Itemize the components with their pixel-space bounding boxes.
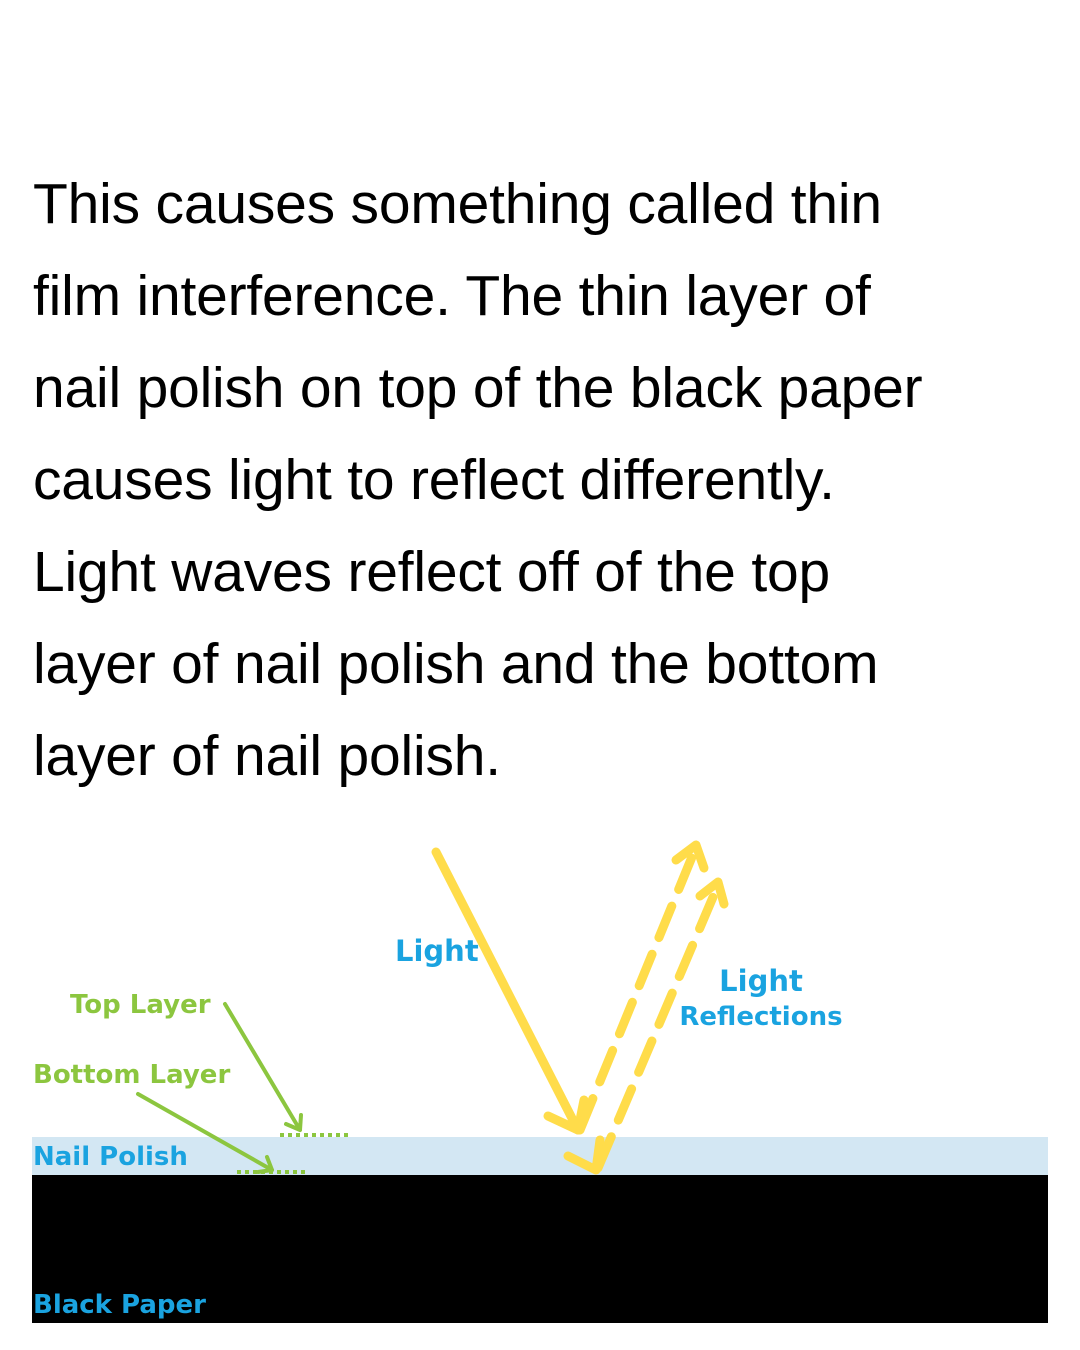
- thin-film-diagram: Light Light Reflections Top Layer Bottom…: [32, 840, 1048, 1323]
- paragraph-line: layer of nail polish and the bottom: [33, 632, 879, 696]
- reflection-arrow-bottom: [593, 877, 729, 1173]
- paragraph-line: Light waves reflect off of the top: [33, 540, 830, 604]
- incoming-light-arrow: [431, 847, 589, 1135]
- light-reflections-label-line1: Light: [719, 964, 803, 998]
- nail-polish-layer: [32, 1137, 1048, 1175]
- explanation-paragraph: This causes something called thin film i…: [33, 158, 1063, 802]
- top-layer-label: Top Layer: [70, 990, 211, 1020]
- light-reflections-label-line2: Reflections: [679, 1002, 842, 1032]
- top-layer-pointer: [223, 1002, 303, 1132]
- paragraph-line: layer of nail polish.: [33, 724, 501, 788]
- black-paper-label: Black Paper: [33, 1290, 206, 1320]
- light-label: Light: [395, 934, 479, 968]
- paragraph-line: nail polish on top of the black paper: [33, 356, 923, 420]
- bottom-layer-label: Bottom Layer: [33, 1060, 230, 1090]
- paragraph-line: film interference. The thin layer of: [33, 264, 871, 328]
- paragraph-line: This causes something called thin: [33, 172, 882, 236]
- black-paper-layer: [32, 1175, 1048, 1323]
- paragraph-line: causes light to reflect differently.: [33, 448, 835, 512]
- reflection-arrow-top: [575, 840, 709, 1135]
- nail-polish-label: Nail Polish: [33, 1142, 188, 1172]
- bottom-layer-pointer: [136, 1092, 274, 1174]
